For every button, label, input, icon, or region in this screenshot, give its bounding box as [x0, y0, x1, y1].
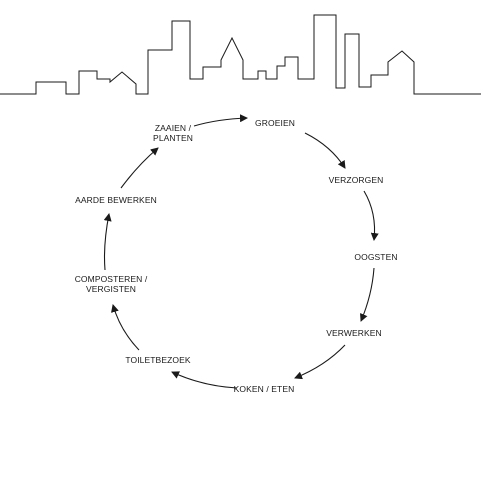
cycle-steps: GROEIEN VERZORGEN OOGSTEN VERWERKEN KOKEN / …	[75, 118, 398, 394]
arrow-oogsten-to-verwerken	[360, 267, 375, 322]
step-label-line: ZAAIEN /	[155, 123, 192, 133]
arrow-composteren-vergisten-to-aarde-bewerken	[103, 213, 112, 271]
arrow-zaaien-planten-to-groeien	[193, 114, 248, 127]
step-label-zaaien-planten: ZAAIEN /PLANTEN	[153, 123, 193, 143]
step-label-line: VERZORGEN	[329, 175, 384, 185]
arrow-aarde-bewerken-to-zaaien-planten	[120, 147, 159, 189]
step-label-line: KOKEN / ETEN	[234, 384, 295, 394]
step-label-line: GROEIEN	[255, 118, 295, 128]
arrow-koken-eten-to-toiletbezoek	[171, 371, 238, 389]
step-label-toiletbezoek: TOILETBEZOEK	[125, 355, 191, 365]
step-label-line: AARDE BEWERKEN	[75, 195, 157, 205]
cycle-arrows	[103, 114, 379, 389]
step-label-aarde-bewerken: AARDE BEWERKEN	[75, 195, 157, 205]
arrow-toiletbezoek-to-composteren-vergisten	[111, 304, 140, 351]
step-label-line: OOGSTEN	[354, 252, 397, 262]
step-label-groeien: GROEIEN	[255, 118, 295, 128]
step-label-oogsten: OOGSTEN	[354, 252, 397, 262]
step-label-line: PLANTEN	[153, 133, 193, 143]
step-label-composteren-vergisten: COMPOSTEREN /VERGISTEN	[75, 274, 148, 294]
arrow-groeien-to-verzorgen	[304, 132, 346, 169]
step-label-line: VERGISTEN	[86, 284, 136, 294]
arrow-verwerken-to-koken-eten	[294, 344, 346, 380]
arrow-verzorgen-to-oogsten	[363, 190, 379, 241]
city-skyline-illustration	[0, 14, 481, 95]
step-label-verzorgen: VERZORGEN	[329, 175, 384, 185]
step-label-koken-eten: KOKEN / ETEN	[234, 384, 295, 394]
step-label-verwerken: VERWERKEN	[326, 328, 382, 338]
step-label-line: TOILETBEZOEK	[125, 355, 191, 365]
step-label-line: VERWERKEN	[326, 328, 382, 338]
step-label-line: COMPOSTEREN /	[75, 274, 148, 284]
